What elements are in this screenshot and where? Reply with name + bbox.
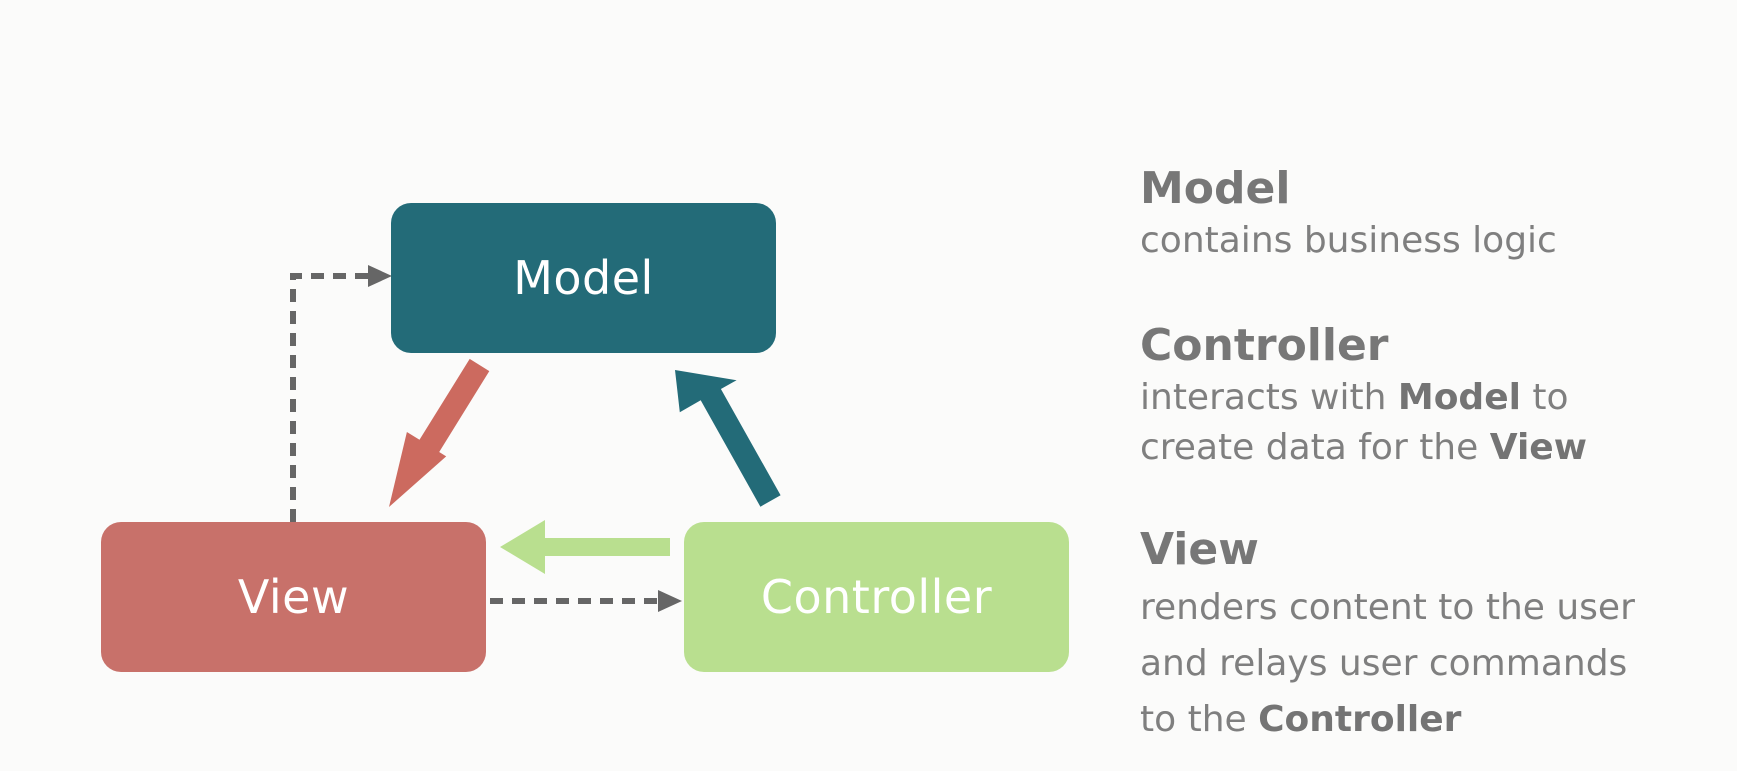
legend-model: Model contains business logic [1140,162,1730,266]
legend-view-text-1: to the [1140,699,1259,740]
legend-controller-desc-line-1: interacts with Model to [1140,373,1730,423]
legend-controller-text-3: create data for the [1140,427,1490,468]
arrow-controller-to-model [675,370,781,507]
legend-view-desc-line-2: and relays user commands [1140,643,1628,684]
legend-controller-text-2: to [1520,377,1569,418]
dashed-arrow-view-to-model-head [368,265,392,287]
arrow-controller-to-view [500,520,670,574]
model-box-label: Model [513,251,654,305]
legend-controller-model-emphasis: Model [1397,377,1521,418]
legend-controller: Controller interacts with Model to creat… [1140,319,1730,473]
legend-controller-title: Controller [1140,320,1389,371]
model-box: Model [391,203,776,353]
legend-model-desc: contains business logic [1140,220,1557,261]
controller-box: Controller [684,522,1069,672]
dashed-arrow-view-to-model [290,273,372,522]
legend-view-title: View [1140,524,1259,575]
arrow-model-to-view [389,358,490,507]
legend-view-controller-emphasis: Controller [1258,699,1462,740]
legend-controller-view-emphasis: View [1489,427,1587,468]
view-box-label: View [237,570,350,624]
legend-controller-desc-line-2: create data for the View [1140,423,1730,473]
legend-model-title: Model [1140,163,1291,214]
controller-box-label: Controller [760,570,993,624]
dashed-arrow-view-to-controller-head [658,590,682,612]
legend-view: View renders content to the user and rel… [1140,523,1730,745]
legend-view-desc-line-3: to the Controller [1140,695,1730,745]
view-box: View [101,522,486,672]
legend-view-desc-line-1: renders content to the user [1140,587,1635,628]
legend-controller-text-1: interacts with [1140,377,1398,418]
